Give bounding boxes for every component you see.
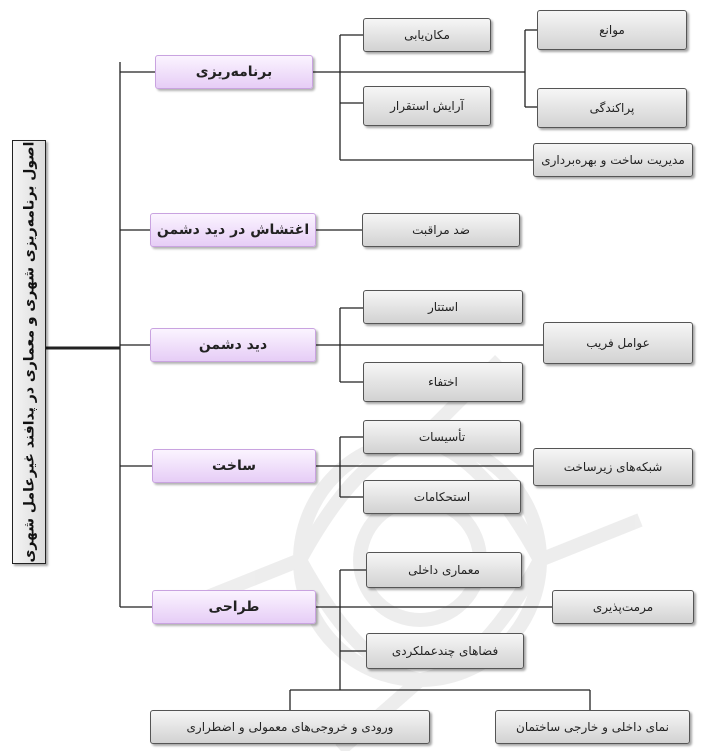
item-infrastructure: شبکه‌های زیرساخت xyxy=(533,448,693,486)
category-enemy-view: دید دشمن xyxy=(150,328,316,362)
root-title: اصول برنامه‌ریزی شهری و معماری در پدافند… xyxy=(20,141,37,563)
item-counter-surveillance: ضد مراقبت xyxy=(362,213,520,247)
item-location: مکان‌یابی xyxy=(363,18,491,52)
item-entrances-exits: ورودی و خروجی‌های معمولی و اضطراری xyxy=(150,710,430,744)
category-confusion: اغتشاش در دید دشمن xyxy=(150,213,316,247)
item-deception: عوامل فریب xyxy=(543,322,693,364)
root-title-box: اصول برنامه‌ریزی شهری و معماری در پدافند… xyxy=(12,140,46,564)
category-design: طراحی xyxy=(152,590,316,624)
item-interior-architecture: معماری داخلی xyxy=(366,552,522,588)
item-repairability: مرمت‌پذیری xyxy=(552,590,694,624)
item-facades: نمای داخلی و خارجی ساختمان xyxy=(495,710,690,744)
item-multifunctional-spaces: فضاهای چندعملکردی xyxy=(366,633,524,669)
item-fortifications: استحکامات xyxy=(363,480,521,514)
item-management: مدیریت ساخت و بهره‌برداری xyxy=(533,143,693,177)
item-settlement: آرایش استقرار xyxy=(363,86,491,126)
item-camouflage: استتار xyxy=(363,290,523,324)
category-planning: برنامه‌ریزی xyxy=(155,55,313,89)
item-facilities: تأسیسات xyxy=(363,420,521,454)
item-concealment: اختفاء xyxy=(363,362,523,402)
item-obstacles: موانع xyxy=(537,10,687,50)
category-construction: ساخت xyxy=(152,449,316,483)
item-dispersion: پراکندگی xyxy=(537,88,687,128)
